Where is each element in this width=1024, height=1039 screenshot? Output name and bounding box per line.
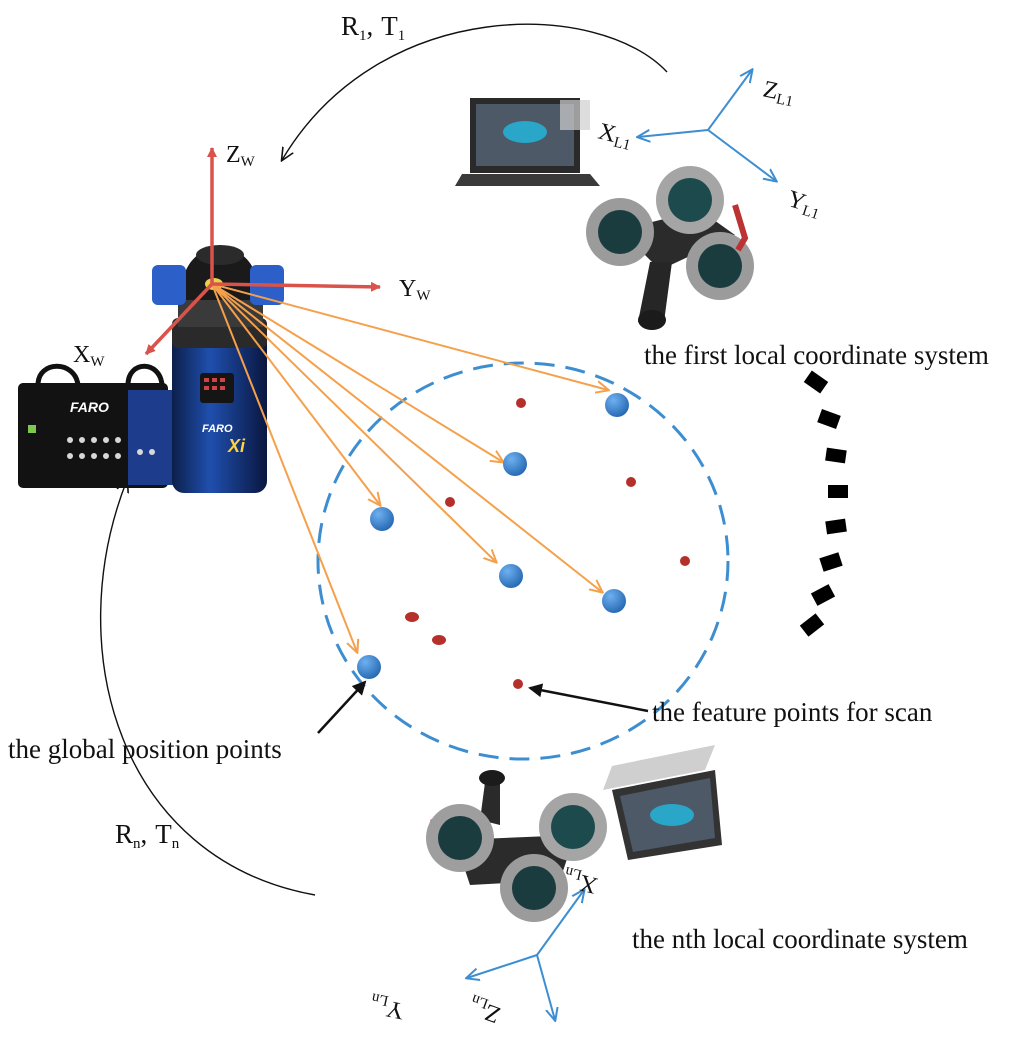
world-x-label: XW (73, 342, 105, 370)
feature-point (626, 477, 636, 487)
global-point (503, 452, 527, 476)
local1-y-label: YL1 (784, 186, 825, 223)
controller-brand: FARO (70, 399, 109, 415)
global-point (605, 393, 629, 417)
localn-x-label: XLn (560, 863, 600, 899)
first-local-system-label: the first local coordinate system (644, 340, 989, 370)
feature-points-label: the feature points for scan (652, 697, 933, 727)
local1-x-label: XL1 (595, 119, 635, 154)
laser-ray (211, 283, 496, 562)
handheld-scanner-icon (426, 770, 607, 922)
local1-z-label: ZL1 (760, 76, 796, 110)
world-y-axis (211, 281, 381, 292)
continuation-dashes (799, 370, 848, 637)
transform-arc-first (282, 23, 668, 160)
localn-y-label: YLn (367, 989, 407, 1024)
localn-y-axis (467, 954, 538, 978)
global-position-points (357, 393, 629, 679)
local1-x-axis (638, 130, 709, 137)
global-point (370, 507, 394, 531)
tracker-controller-icon: FARO (18, 363, 188, 488)
tracker-badge: Xi (227, 436, 246, 456)
local1-axes (638, 70, 776, 181)
feature-point (516, 398, 526, 408)
world-x-axis (144, 282, 214, 356)
global-point (357, 655, 381, 679)
feature-point (513, 679, 523, 689)
local1-y-axis (707, 129, 776, 181)
world-z-label: ZW (226, 142, 256, 170)
feature-points (405, 398, 690, 689)
laser-ray (211, 283, 608, 390)
transform-arc-nth (100, 480, 316, 896)
laser-ray (211, 283, 357, 652)
feature-point (432, 635, 446, 645)
localn-x-axis (536, 890, 584, 956)
feature-point (680, 556, 690, 566)
global-point (499, 564, 523, 588)
world-y-label: YW (399, 276, 431, 304)
localn-axes (467, 890, 584, 1020)
local1-z-axis (707, 70, 752, 131)
laptop-icon (603, 745, 722, 860)
pointer-global-points (317, 680, 367, 734)
transform-nth-label: Rn,Tn (115, 819, 180, 852)
laser-ray (211, 283, 503, 462)
transform-first-label: R1,T1 (341, 11, 405, 44)
nth-local-system-label: the nth local coordinate system (632, 924, 968, 954)
tracker-brand: FARO (202, 423, 233, 435)
global-point (602, 589, 626, 613)
scan-region-outline (316, 361, 730, 761)
laptop-icon (455, 98, 600, 186)
feature-point (445, 497, 455, 507)
global-points-label: the global position points (8, 734, 282, 764)
pointer-feature-points (528, 683, 649, 713)
laser-ray (211, 283, 380, 505)
localn-z-label: ZLn (465, 990, 504, 1027)
world-axes (144, 147, 381, 356)
handheld-scanner-icon (586, 166, 754, 330)
laser-ray (211, 283, 602, 592)
laser-rays (211, 283, 608, 652)
feature-point (405, 612, 419, 622)
localn-z-axis (536, 954, 555, 1020)
